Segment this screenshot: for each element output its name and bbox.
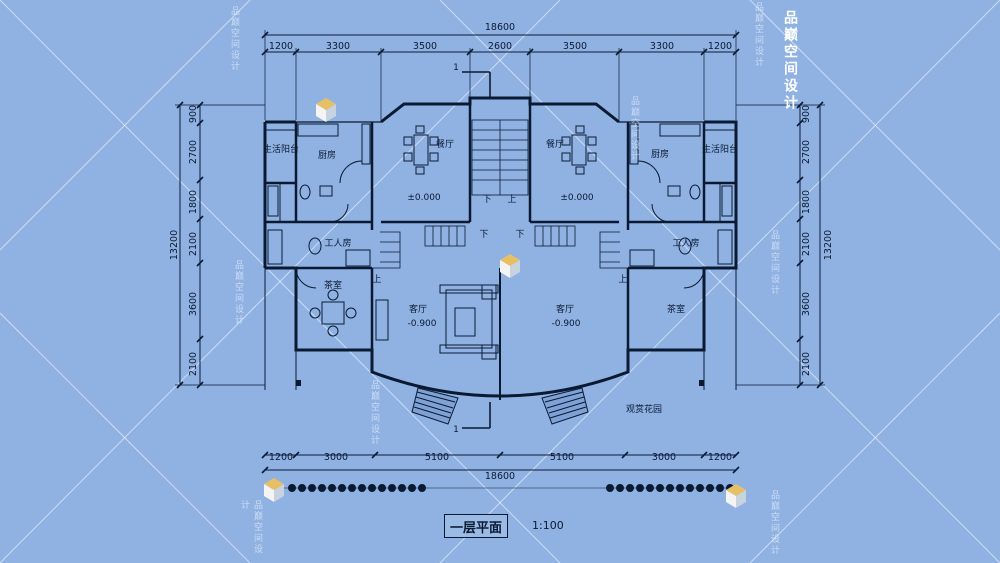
dim-left-seg: 2100 bbox=[188, 232, 199, 256]
label-living-right: 客厅 bbox=[556, 303, 574, 315]
tea-table-left bbox=[321, 301, 345, 325]
dim-bottom-seg: 5100 bbox=[550, 452, 574, 463]
dim-right-overall: 13200 bbox=[823, 230, 834, 260]
label-servant-left: 工人房 bbox=[324, 237, 351, 249]
label-tea-right: 茶室 bbox=[667, 303, 685, 315]
label-kitchen-left: 厨房 bbox=[318, 149, 336, 161]
dim-left-seg: 2700 bbox=[188, 140, 199, 164]
logo-icon bbox=[726, 484, 746, 508]
dim-top-seg: 1200 bbox=[269, 41, 293, 52]
label-courtyard: 观赏花园 bbox=[626, 403, 662, 415]
logo-icon bbox=[500, 254, 520, 278]
dim-top-seg: 3500 bbox=[563, 41, 587, 52]
sofa-set bbox=[445, 289, 493, 349]
label-dining-right: 餐厅 bbox=[546, 138, 564, 150]
dim-top-seg: 2600 bbox=[488, 41, 512, 52]
watermark-text: 品巅空间设计 bbox=[629, 96, 639, 162]
dining-table-left bbox=[413, 134, 429, 166]
dim-right-seg: 3600 bbox=[801, 292, 812, 316]
drawing-scale: 1:100 bbox=[532, 519, 564, 532]
room-labels: 生活阳台 生活阳台 厨房 厨房 餐厅 餐厅 工人房 工人房 茶室 茶室 客厅 客… bbox=[263, 63, 738, 435]
logo-badges bbox=[264, 98, 746, 508]
dim-top-seg: 1200 bbox=[708, 41, 732, 52]
label-dining-left: 餐厅 bbox=[436, 138, 454, 150]
stair-treads bbox=[372, 119, 628, 269]
section-marks bbox=[462, 71, 491, 429]
dim-bottom-seg: 1200 bbox=[269, 452, 293, 463]
stair-up-main: 上 bbox=[507, 194, 516, 205]
watermark-text: 品巅空间设计 bbox=[233, 260, 243, 326]
dim-left-seg: 1800 bbox=[188, 190, 199, 214]
dim-left-seg: 3600 bbox=[188, 292, 199, 316]
dim-top-overall: 18600 bbox=[485, 22, 515, 33]
section-mark-bottom: 1 bbox=[453, 425, 459, 435]
dim-bottom-seg: 3000 bbox=[324, 452, 348, 463]
label-servant-right: 工人房 bbox=[672, 237, 699, 249]
dim-top-seg: 3300 bbox=[326, 41, 350, 52]
label-living-balcony-right: 生活阳台 bbox=[702, 143, 738, 155]
watermark-text: 品巅空间设计 bbox=[229, 6, 239, 72]
watermark-text: 品巅空间设计 bbox=[769, 230, 779, 296]
dim-bottom-seg: 5100 bbox=[425, 452, 449, 463]
logo-icon bbox=[264, 478, 284, 502]
level-living-left: -0.900 bbox=[407, 319, 436, 329]
stair-down-left: 下 bbox=[479, 230, 488, 240]
stair-up-left: 上 bbox=[372, 274, 381, 285]
entrance-steps bbox=[411, 387, 589, 425]
dim-left-overall: 13200 bbox=[169, 230, 180, 260]
stair-down-right: 下 bbox=[515, 230, 524, 240]
watermark-text: 品巅空间设计 bbox=[239, 500, 262, 555]
stair-down-main: 下 bbox=[482, 195, 491, 205]
dim-right-seg: 900 bbox=[801, 105, 812, 123]
watermark-text: 品巅空间设计 bbox=[769, 490, 779, 556]
label-tea-left: 茶室 bbox=[324, 279, 342, 291]
dimension-labels: 18600 1200 3300 3500 2600 3500 3300 1200… bbox=[169, 22, 834, 482]
dim-bottom-seg: 3000 bbox=[652, 452, 676, 463]
furniture bbox=[267, 123, 733, 360]
label-living-balcony-left: 生活阳台 bbox=[263, 143, 299, 155]
logo-icon bbox=[316, 98, 336, 122]
brand-title: 品巅空间设计 bbox=[782, 10, 798, 112]
dim-bottom-seg: 1200 bbox=[708, 452, 732, 463]
dim-right-seg: 2100 bbox=[801, 232, 812, 256]
dining-table-right bbox=[571, 134, 587, 166]
dimension-lines bbox=[175, 30, 825, 474]
dim-left-seg: 2100 bbox=[188, 352, 199, 376]
dim-right-seg: 2100 bbox=[801, 352, 812, 376]
dim-top-seg: 3500 bbox=[413, 41, 437, 52]
section-mark-top: 1 bbox=[453, 63, 459, 73]
stair-up-right: 上 bbox=[618, 274, 627, 285]
watermark-text: 品巅空间设计 bbox=[369, 380, 379, 446]
dim-left-seg: 900 bbox=[188, 105, 199, 123]
level-dining-left: ±0.000 bbox=[407, 193, 441, 203]
watermark-text: 品巅空间设计 bbox=[753, 2, 763, 68]
level-dining-right: ±0.000 bbox=[560, 193, 594, 203]
level-living-right: -0.900 bbox=[551, 319, 580, 329]
dim-right-seg: 1800 bbox=[801, 190, 812, 214]
label-living-left: 客厅 bbox=[409, 303, 427, 315]
dim-top-seg: 3300 bbox=[650, 41, 674, 52]
label-kitchen-right: 厨房 bbox=[651, 148, 669, 160]
walls bbox=[263, 96, 738, 400]
dim-right-seg: 2700 bbox=[801, 140, 812, 164]
dim-bottom-overall: 18600 bbox=[485, 471, 515, 482]
drawing-title: 一层平面 bbox=[444, 514, 508, 538]
